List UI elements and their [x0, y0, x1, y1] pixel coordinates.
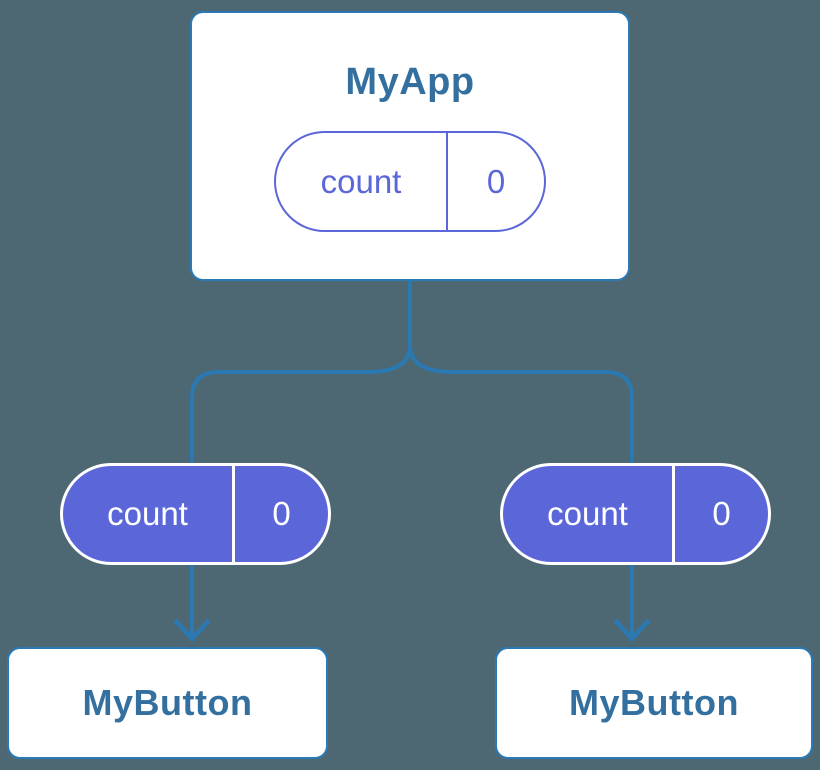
node-mybutton-left: MyButton [7, 647, 328, 759]
state-pill: count 0 [274, 131, 546, 232]
state-pill: count 0 [60, 463, 331, 565]
node-mybutton-right: MyButton [495, 647, 813, 759]
node-title: MyButton [82, 682, 253, 723]
state-pill-label: count [63, 466, 235, 562]
connector-right [408, 281, 634, 635]
state-pill-value: 0 [272, 495, 291, 532]
node-title: MyApp [345, 61, 475, 103]
state-pill-value: 0 [712, 495, 731, 532]
state-pill-label: count [276, 133, 448, 230]
node-myapp: MyApp count 0 [190, 11, 630, 281]
connector-left [190, 281, 412, 635]
state-pill-label: count [503, 466, 675, 562]
state-pill-value: 0 [486, 162, 506, 200]
arrowhead-right [613, 618, 651, 643]
arrowhead-left [173, 618, 211, 643]
node-title: MyButton [569, 682, 739, 723]
state-pill: count 0 [500, 463, 771, 565]
